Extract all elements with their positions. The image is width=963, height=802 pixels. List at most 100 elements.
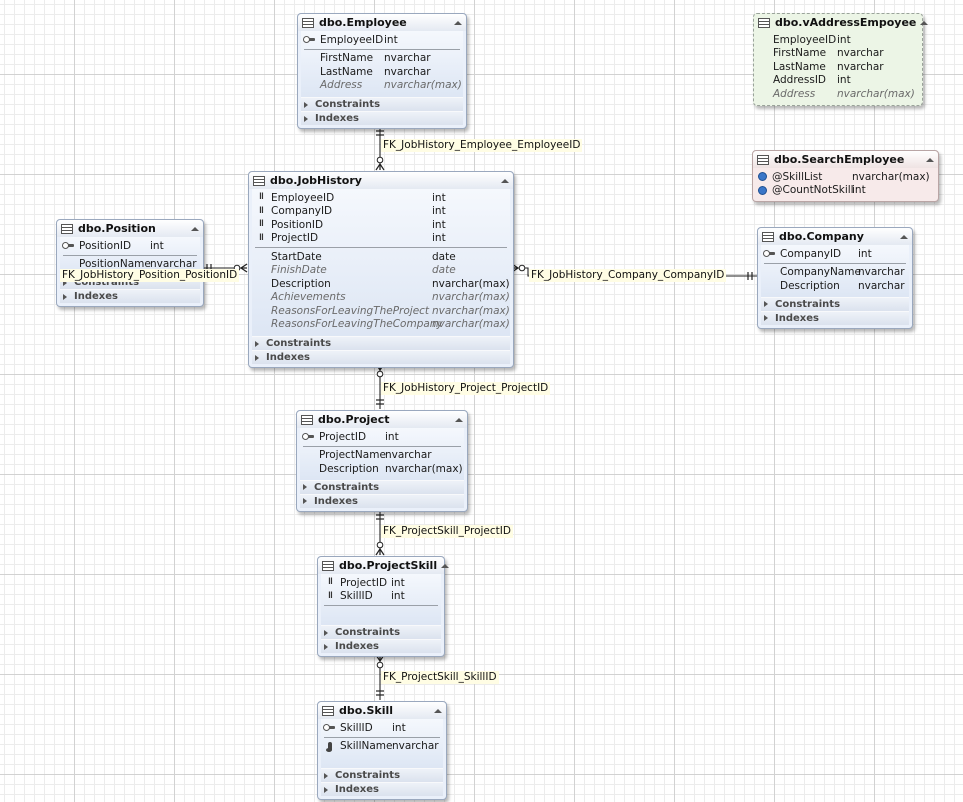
section-indexes[interactable]: Indexes (252, 350, 510, 364)
primary-key-icon (62, 242, 74, 250)
section-indexes[interactable]: Indexes (321, 782, 443, 796)
primary-foreign-key-icon: ǁ (324, 590, 336, 601)
parameter-icon (756, 185, 768, 195)
collapse-arrow-icon[interactable] (191, 226, 199, 231)
section-label: Constraints (266, 338, 332, 349)
table-icon (301, 414, 313, 425)
spacer (300, 476, 464, 479)
relation-label[interactable]: FK_JobHistory_Project_ProjectID (381, 382, 551, 395)
table-header[interactable]: dbo.ProjectSkill (318, 557, 450, 574)
section-indexes[interactable]: Indexes (301, 111, 463, 125)
collapse-arrow-icon[interactable] (501, 178, 509, 183)
parameter-icon (756, 172, 768, 182)
section-constraints[interactable]: Constraints (300, 479, 464, 494)
relation-label[interactable]: FK_ProjectSkill_SkillID (381, 671, 499, 684)
table-header[interactable]: dbo.Position (57, 220, 203, 237)
section-constraints[interactable]: Constraints (301, 97, 463, 111)
collapse-arrow-icon[interactable] (454, 20, 462, 25)
collapse-arrow-icon[interactable] (455, 417, 463, 422)
relation-label[interactable]: FK_ProjectSkill_ProjectID (381, 525, 513, 538)
collapse-arrow-icon[interactable] (920, 20, 929, 25)
table-title: dbo.vAddressEmpoyee (775, 16, 917, 29)
relation-label[interactable]: FK_JobHistory_Position_PositionID (60, 269, 240, 282)
column-name: LastName (320, 65, 373, 78)
table-header[interactable]: dbo.Project (297, 411, 467, 428)
section-indexes[interactable]: Indexes (300, 493, 464, 508)
collapse-arrow-icon[interactable] (900, 234, 908, 239)
table-header[interactable]: dbo.Employee (298, 14, 466, 31)
section-constraints[interactable]: Constraints (252, 336, 510, 350)
table-header[interactable]: dbo.vAddressEmpoyee (754, 14, 929, 31)
section-constraints[interactable]: Constraints (321, 625, 441, 639)
table-header[interactable]: dbo.Company (758, 228, 912, 245)
section-indexes[interactable]: Indexes (761, 310, 909, 325)
section-label: Constraints (74, 277, 140, 288)
collapse-arrow-icon[interactable] (926, 157, 934, 162)
primary-key-icon (763, 250, 776, 258)
section-constraints[interactable]: Constraints (761, 296, 909, 311)
relation-label[interactable]: FK_JobHistory_Employee_EmployeeID (381, 139, 583, 152)
collapse-arrow-icon[interactable] (434, 708, 442, 713)
many-marker (375, 541, 385, 556)
relation-label[interactable]: FK_JobHistory_Company_CompanyID (529, 269, 727, 282)
section-indexes[interactable]: Indexes (60, 289, 200, 303)
column-type: int (432, 218, 446, 231)
section-constraints[interactable]: Constraints (321, 768, 443, 782)
primary-foreign-key-icon: ǁ (255, 193, 267, 202)
collapse-arrow-icon[interactable] (441, 563, 450, 568)
column-type: nvarchar(max) (432, 277, 510, 290)
table-header[interactable]: dbo.JobHistory (249, 172, 513, 189)
marker-stroke (240, 263, 248, 269)
foreign-key-icon: ǁ (327, 590, 334, 601)
table-header[interactable]: dbo.SearchEmployee (753, 151, 938, 168)
foreign-key-icon: ǁ (258, 232, 265, 243)
section-indexes[interactable]: Indexes (321, 639, 441, 653)
column-name: CompanyID (271, 205, 333, 218)
table-header[interactable]: dbo.Skill (318, 702, 446, 719)
